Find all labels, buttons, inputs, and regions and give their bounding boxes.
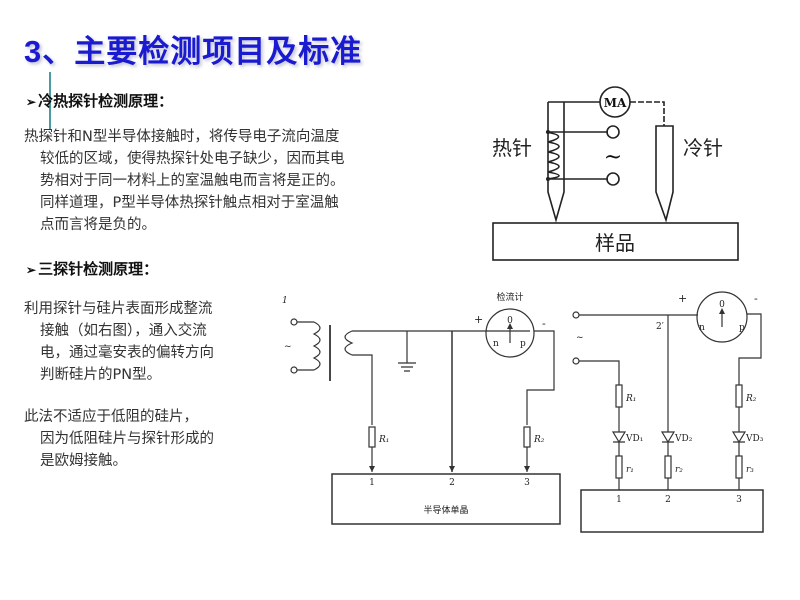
r-label: r₂ <box>675 465 683 475</box>
sample-label: 样品 <box>595 231 635 255</box>
section-heading-hot-cold: ➢冷热探针检测原理： <box>26 90 173 111</box>
galvanometer-title: 检流计 <box>496 291 523 303</box>
minus-sign: - <box>754 292 758 305</box>
section-heading-three-probe: ➢三探针检测原理： <box>26 258 158 279</box>
para-line: 同样道理，P型半导体热探针触点相对于室温触 <box>40 195 339 211</box>
probe-number: 3 <box>524 478 530 488</box>
diode-label: VD₂ <box>674 434 693 444</box>
text-cursor-line <box>49 72 51 130</box>
R2-label: R₂ <box>745 394 757 404</box>
sample-block <box>492 222 739 261</box>
diode-label: VD₃ <box>745 434 764 444</box>
terminal-icon <box>606 125 620 139</box>
primary-coil <box>312 321 321 371</box>
meter-p: p <box>520 339 526 349</box>
r2-label: R₂ <box>533 435 545 445</box>
heading-text: 三探针检测原理： <box>38 260 159 278</box>
node-label: 2′ <box>656 322 664 332</box>
minus-sign: - <box>542 317 546 330</box>
para-line: 点而言将是负的。 <box>40 217 156 233</box>
para-line: 电，通过毫安表的偏转方向 <box>40 345 214 361</box>
para-line: 因为低阻硅片与探针形成的 <box>40 431 214 447</box>
hot-cold-probe-diagram: MA ~ 热针 冷针 样品 <box>492 86 739 261</box>
hot-probe-label: 热针 <box>492 136 532 160</box>
three-probe-paragraph: 利用探针与硅片表面形成整流 接触（如右图），通入交流 电，通过毫安表的偏转方向 … <box>24 298 214 386</box>
cold-probe-label: 冷针 <box>683 136 723 160</box>
meter-n: n <box>493 339 499 349</box>
three-probe-diagram-b: ~ 2′ 0 n p + - R₁ R₂ VD₁ VD₂ VD₃ r₁ r₂ r… <box>572 291 764 533</box>
probe-number: 1 <box>369 478 375 488</box>
probe-number: 3 <box>736 495 742 505</box>
probe-number: 2 <box>665 495 671 505</box>
low-resistance-paragraph: 此法不适应于低阻的硅片， 因为低阻硅片与探针形成的 是欧姆接触。 <box>24 406 214 472</box>
heater-coil <box>545 131 560 180</box>
arrow-bullet-icon: ➢ <box>26 95 37 109</box>
para-line: 是欧姆接触。 <box>40 453 127 469</box>
diode-label: VD₁ <box>625 434 643 444</box>
ac-symbol: ~ <box>284 342 292 352</box>
crystal-label: 半导体单晶 <box>423 504 468 516</box>
crystal-block <box>331 473 561 525</box>
para-line: 判断硅片的PN型。 <box>40 367 162 383</box>
r1-label: R₁ <box>378 435 389 445</box>
ac-symbol: ~ <box>604 145 622 170</box>
meter-label: MA <box>604 96 627 110</box>
r-label: r₃ <box>746 465 754 475</box>
meter-p: p <box>739 323 745 333</box>
meter-n: n <box>699 323 705 333</box>
galvanometer-circle <box>485 308 535 358</box>
para-line: 势相对于同一材料上的室温触电而言将是正的。 <box>40 173 345 189</box>
meter-zero: 0 <box>507 316 513 326</box>
plus-sign: + <box>474 313 483 326</box>
para-line: 热探针和N型半导体接触时，将传导电子流向温度 <box>24 129 340 145</box>
crystal-block <box>580 489 764 533</box>
secondary-coil <box>344 330 354 356</box>
para-line: 利用探针与硅片表面形成整流 <box>24 301 213 317</box>
plus-sign: + <box>678 292 687 305</box>
ac-symbol: ~ <box>576 333 584 343</box>
arrow-bullet-icon: ➢ <box>26 263 37 277</box>
galvanometer-circle <box>696 291 748 343</box>
para-line: 接触（如右图），通入交流 <box>40 323 207 339</box>
probe-number: 1 <box>616 495 622 505</box>
cold-probe <box>655 125 674 223</box>
para-line: 较低的区域，使得热探针处电子缺少，因而其电 <box>40 151 345 167</box>
meter-zero: 0 <box>719 300 725 310</box>
para-line: 此法不适应于低阻的硅片， <box>24 409 198 425</box>
probe-number: 2 <box>449 478 455 488</box>
three-probe-diagram-a: 1 ~ 检流计 0 n p + - R₁ R₂ 1 2 3 半导体单晶 <box>282 291 561 525</box>
page-title: 3、主要检测项目及标准 <box>24 34 363 69</box>
R1-label: R₁ <box>625 394 636 404</box>
figure-number: 1 <box>282 296 288 306</box>
heading-text: 冷热探针检测原理： <box>38 92 174 110</box>
meter-circle <box>599 86 631 118</box>
r-label: r₁ <box>626 465 634 475</box>
terminal-icon <box>606 172 620 186</box>
hot-cold-paragraph: 热探针和N型半导体接触时，将传导电子流向温度 较低的区域，使得热探针处电子缺少，… <box>24 126 345 236</box>
